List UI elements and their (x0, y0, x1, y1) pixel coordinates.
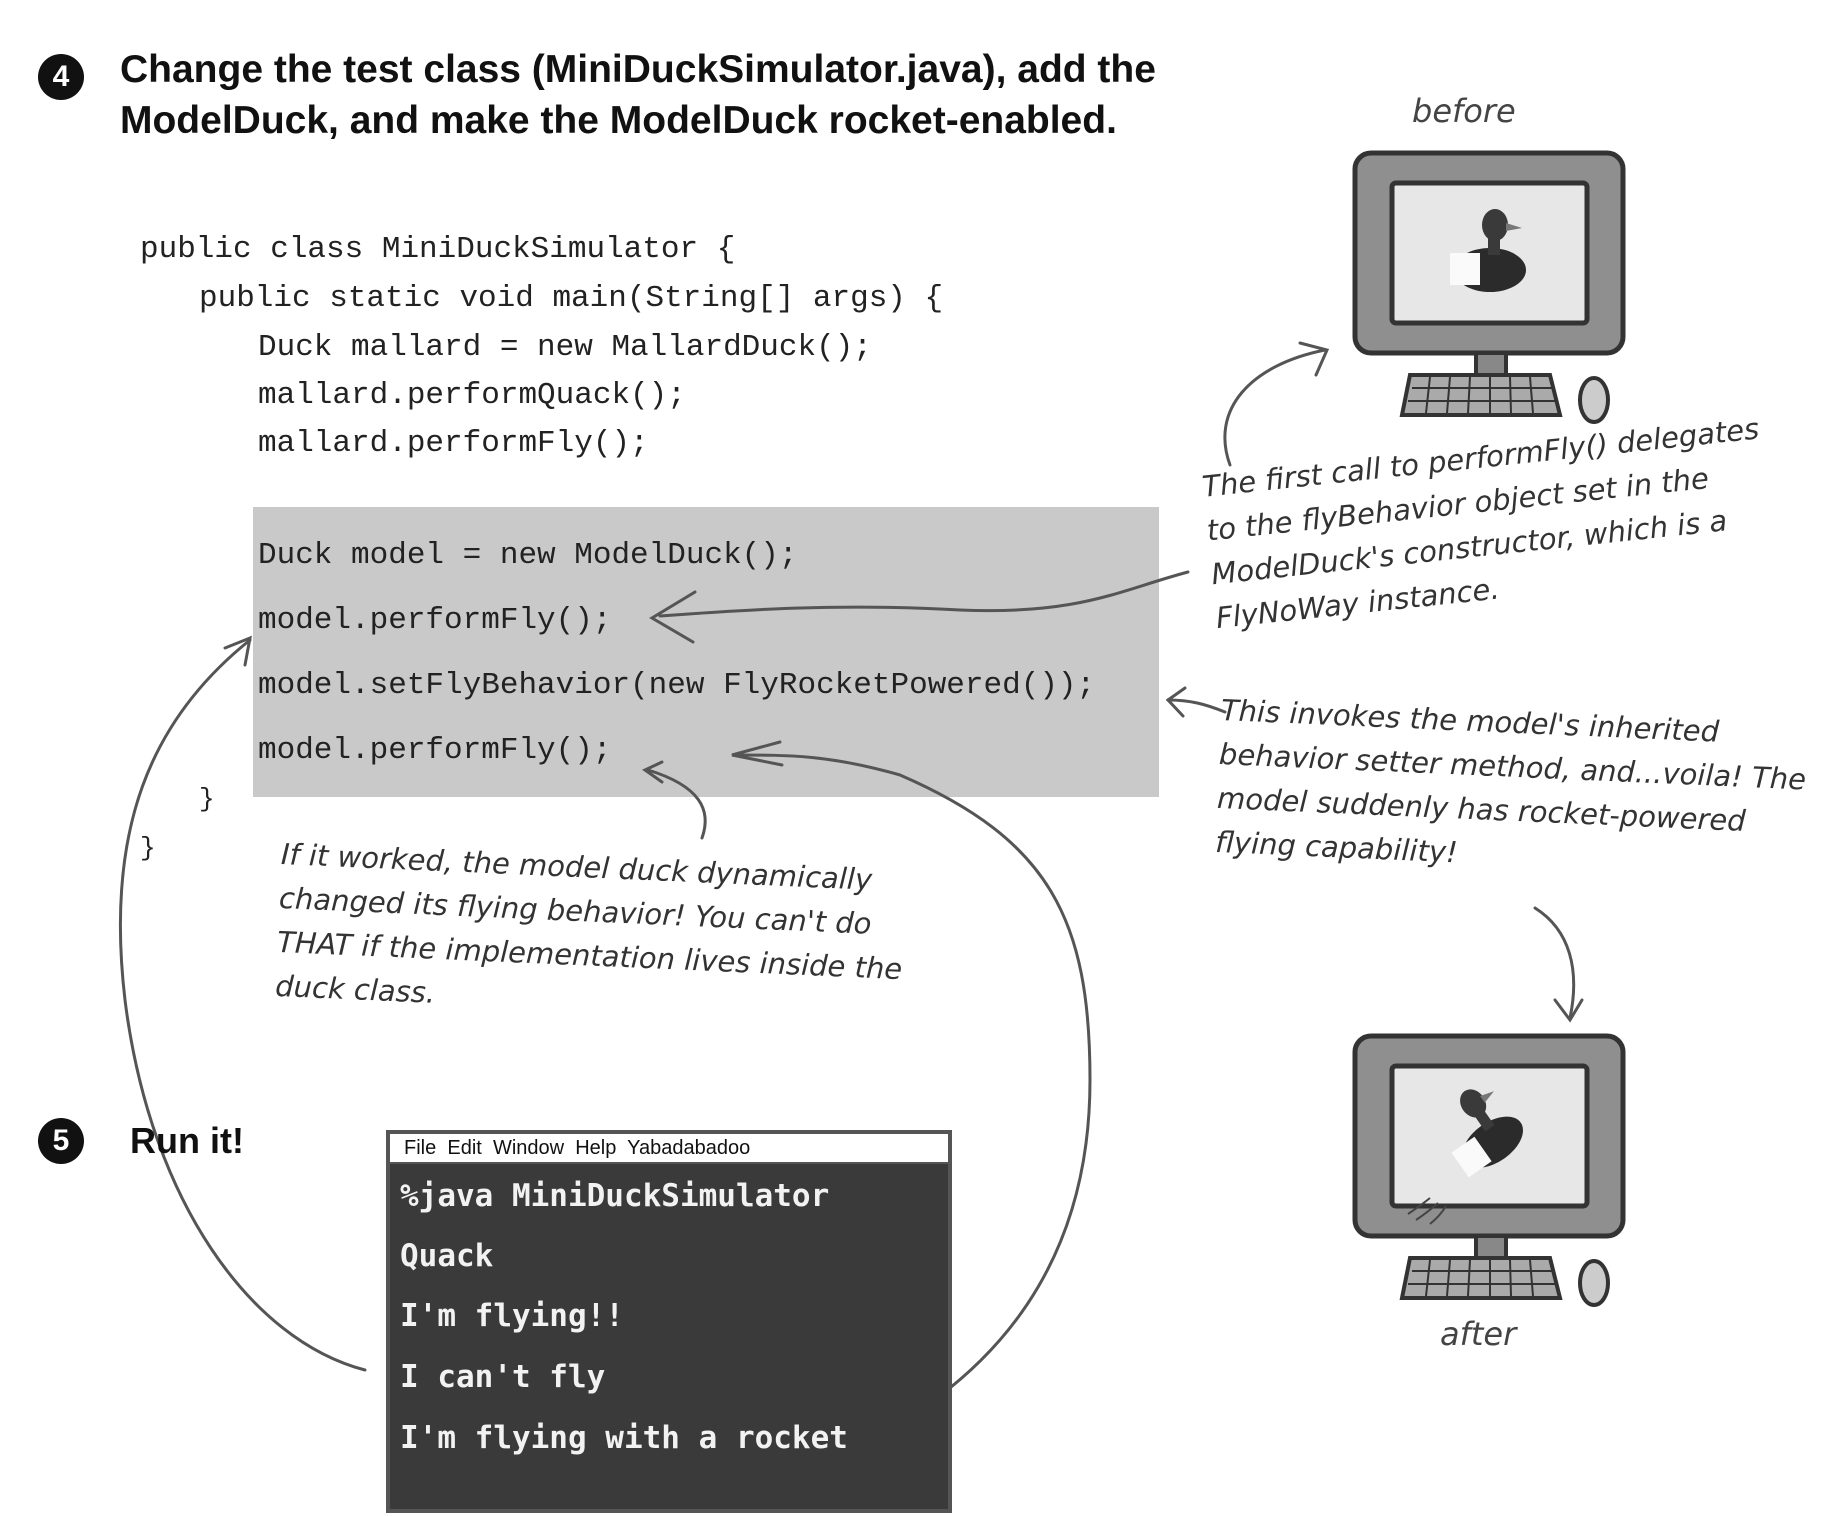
rocket-duck-icon (1451, 1089, 1523, 1178)
code-line-close-main: } (199, 784, 215, 814)
arrow-to-after (1533, 906, 1576, 1020)
step-4-badge: 4 (38, 54, 84, 100)
arrow-setter (1166, 698, 1227, 714)
code-line-class: public class MiniDuckSimulator { (140, 232, 736, 267)
code-line-close-class: } (140, 833, 156, 863)
code-line-model-fly-1: model.performFly(); (258, 603, 612, 638)
step-4-heading-line-1: Change the test class (MiniDuckSimulator… (120, 48, 1156, 91)
menu-file[interactable]: File (404, 1137, 437, 1159)
code-highlight-box (253, 507, 1159, 797)
before-label: before (1412, 92, 1516, 130)
after-label: after (1440, 1315, 1517, 1353)
duck-icon (1450, 209, 1526, 292)
terminal-line-output: Quack (400, 1238, 494, 1274)
code-line-set-fly-behavior: model.setFlyBehavior(new FlyRocketPowere… (258, 668, 1096, 703)
terminal-line-output: I can't fly (400, 1359, 606, 1395)
step-4-heading: Change the test class (MiniDuckSimulator… (120, 44, 1156, 146)
arrow-first-call (658, 570, 1190, 618)
step-4-heading-line-2: ModelDuck, and make the ModelDuck rocket… (120, 99, 1117, 142)
code-line-main: public static void main(String[] args) { (199, 281, 944, 316)
menu-yabadabadoo[interactable]: Yabadabadoo (627, 1137, 751, 1159)
menu-help[interactable]: Help (575, 1137, 617, 1159)
arrow-to-before (1223, 348, 1327, 467)
menu-edit[interactable]: Edit (447, 1137, 482, 1159)
code-line-mallard-fly: mallard.performFly(); (258, 426, 649, 461)
arrow-dynamic (646, 768, 707, 840)
arrow-cant-fly (118, 638, 367, 1372)
terminal-window: File Edit Window Help Yabadabadoo %java … (386, 1130, 952, 1513)
code-line-mallard-quack: mallard.performQuack(); (258, 378, 686, 413)
terminal-line-output: I'm flying!! (400, 1298, 624, 1334)
code-line-model-fly-2: model.performFly(); (258, 733, 612, 768)
code-line-mallard: Duck mallard = new MallardDuck(); (258, 330, 872, 365)
arrow-rocket (733, 753, 1092, 1430)
menu-window[interactable]: Window (492, 1137, 565, 1159)
code-line-model: Duck model = new ModelDuck(); (258, 538, 798, 573)
computer-before-illustration (1352, 150, 1626, 424)
terminal-line-command: %java MiniDuckSimulator (400, 1178, 830, 1214)
terminal-menu-bar: File Edit Window Help Yabadabadoo (390, 1134, 948, 1164)
computer-after-illustration (1352, 1033, 1626, 1307)
terminal-line-output: I'm flying with a rocket (400, 1420, 848, 1456)
step-5-heading: Run it! (130, 1120, 244, 1161)
step-5-badge: 5 (38, 1118, 84, 1164)
